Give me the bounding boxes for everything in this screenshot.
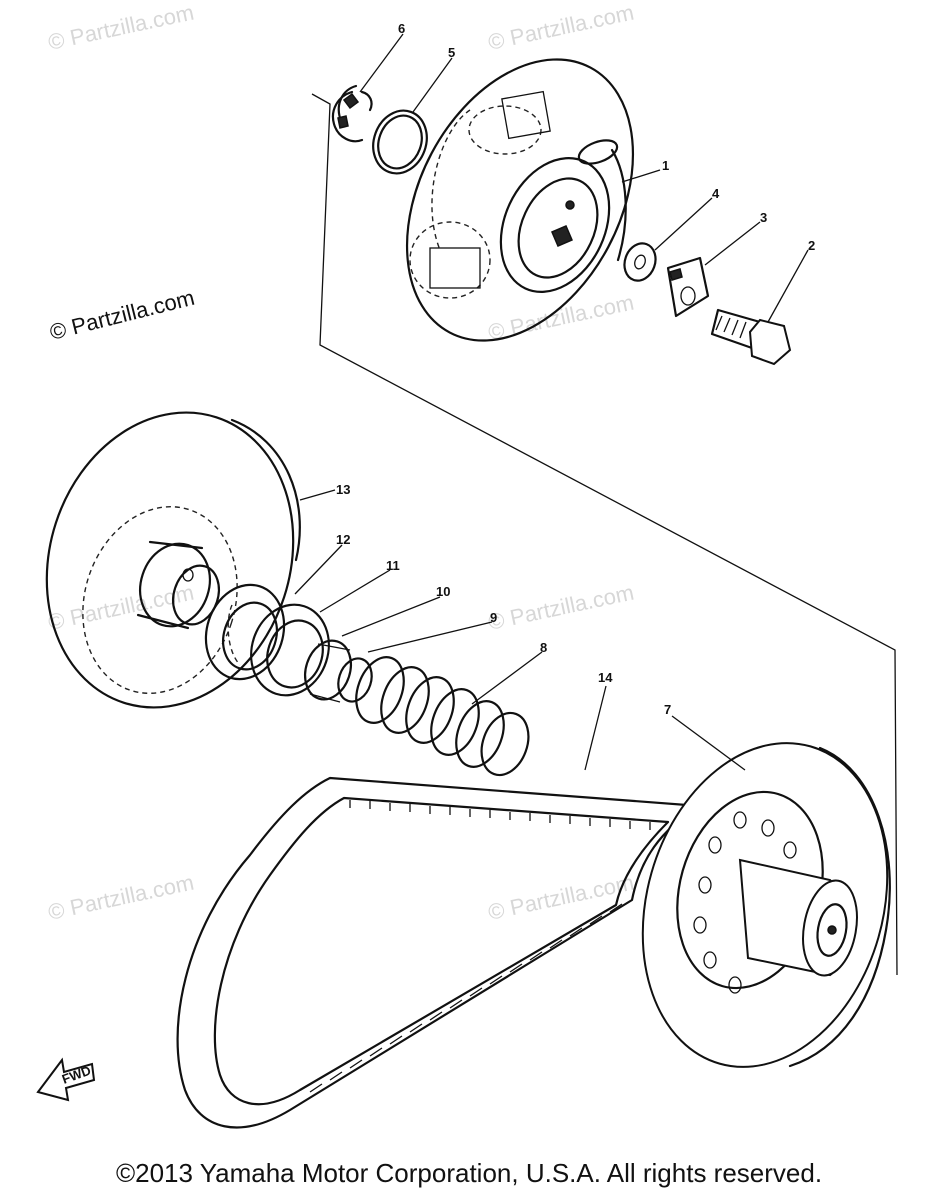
watermark: © Partzilla.com	[486, 580, 636, 635]
copyright-notice: ©2013 Yamaha Motor Corporation, U.S.A. A…	[115, 1158, 823, 1188]
watermark: © Partzilla.com	[46, 870, 196, 925]
watermark-dark: © Partzilla.com	[47, 285, 197, 345]
part-10-collar	[304, 639, 352, 703]
part-2-bolt	[710, 308, 792, 366]
callout-1: 1	[662, 158, 669, 173]
callout-10: 10	[436, 584, 450, 599]
callout-6: 6	[398, 21, 405, 36]
watermark: © Partzilla.com	[46, 0, 196, 55]
watermark: © Partzilla.com	[486, 870, 636, 925]
callout-5: 5	[448, 45, 455, 60]
part-11-cam	[250, 603, 330, 697]
callout-12: 12	[336, 532, 350, 547]
part-9-ring	[337, 657, 373, 703]
callout-7: 7	[664, 702, 671, 717]
part-4-washer	[623, 242, 657, 282]
callout-11: 11	[386, 558, 400, 573]
part-8-spring	[355, 656, 530, 777]
part-5-ring	[372, 109, 428, 175]
callout-13: 13	[336, 482, 350, 497]
fwd-arrow-icon: FWD	[36, 1057, 96, 1102]
callout-14: 14	[598, 670, 613, 685]
part-14-belt	[176, 776, 702, 1129]
part-7-sheave	[641, 742, 891, 1068]
leader-lines	[294, 33, 809, 771]
part-3-lock-plate	[666, 256, 710, 318]
part-13-sheave	[45, 411, 301, 709]
callout-3: 3	[760, 210, 767, 225]
callout-2: 2	[808, 238, 815, 253]
callout-8: 8	[540, 640, 547, 655]
part-6-clip	[331, 84, 373, 143]
watermark: © Partzilla.com	[486, 0, 636, 55]
callout-9: 9	[490, 610, 497, 625]
frame-lines	[311, 93, 898, 976]
callout-4: 4	[712, 186, 720, 201]
part-12-bearing	[204, 583, 286, 681]
part-1-primary-sheave	[405, 58, 635, 342]
